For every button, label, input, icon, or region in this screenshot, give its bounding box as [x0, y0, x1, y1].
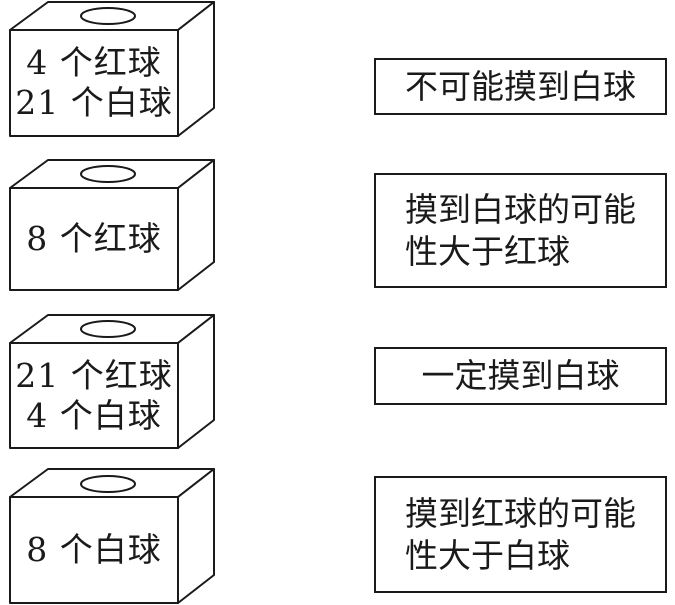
box-2-line-1: 8 个红球 — [26, 219, 162, 258]
box-2-opening — [80, 165, 136, 183]
statement-1-text: 不可能摸到白球 — [405, 66, 636, 106]
box-2-shape — [9, 159, 215, 291]
box-4-opening — [80, 475, 136, 493]
box-4-shape — [9, 468, 215, 604]
box-3-label: 21 个红球 4 个白球 — [10, 343, 178, 448]
box-3-line-1: 21 个红球 — [15, 355, 173, 395]
box-4-line-1: 8 个白球 — [26, 530, 162, 569]
box-2-label: 8 个红球 — [10, 188, 178, 290]
box-1-label: 4 个红球 21 个白球 — [10, 30, 178, 136]
statement-2-text: 摸到白球的可能 性大于红球 — [405, 189, 636, 271]
box-3-line-2: 4 个白球 — [26, 395, 162, 435]
statement-4[interactable]: 摸到红球的可能 性大于白球 — [374, 476, 667, 593]
box-3-shape — [9, 314, 215, 449]
statement-1[interactable]: 不可能摸到白球 — [374, 58, 667, 115]
box-3-opening — [80, 320, 136, 338]
statement-4-text: 摸到红球的可能 性大于白球 — [405, 493, 636, 575]
box-1-opening — [80, 7, 136, 25]
box-4-label: 8 个白球 — [10, 497, 178, 603]
box-1-line-2: 21 个白球 — [15, 83, 173, 122]
statement-3-text: 一定摸到白球 — [421, 356, 620, 395]
box-1-shape — [9, 1, 215, 137]
box-1-line-1: 4 个红球 — [26, 43, 162, 82]
statement-3[interactable]: 一定摸到白球 — [374, 347, 667, 405]
statement-2[interactable]: 摸到白球的可能 性大于红球 — [374, 173, 667, 288]
